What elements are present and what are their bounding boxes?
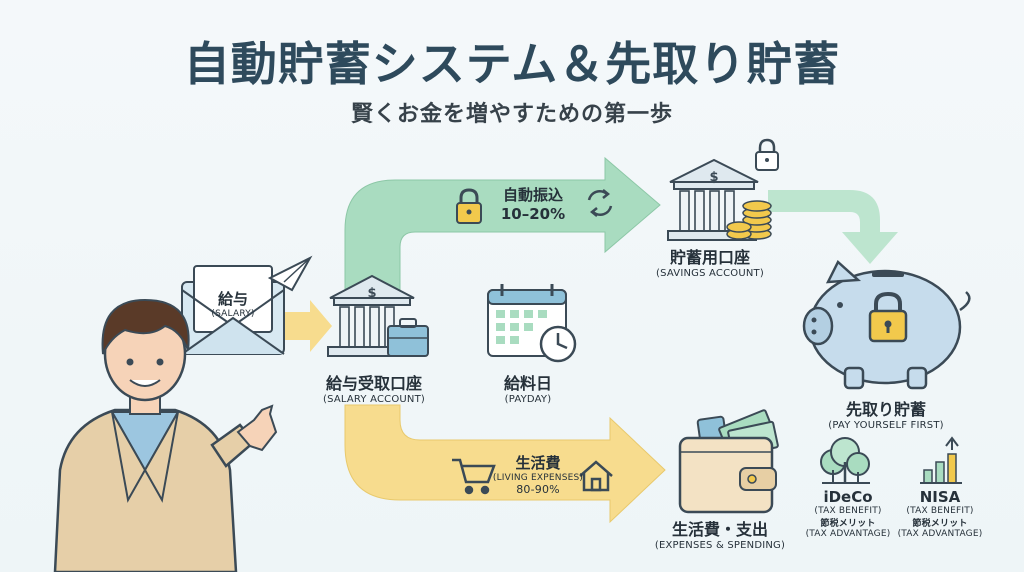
coins-icon <box>726 200 772 240</box>
expenses-spending-title: 生活費・支出 <box>671 520 768 539</box>
refresh-icon <box>587 189 613 217</box>
envelope-icon <box>181 265 285 355</box>
savings-lock-icon <box>755 138 779 171</box>
tree-icon <box>820 437 870 484</box>
lock-icon <box>456 188 482 224</box>
salary-label-en: (SALARY) <box>211 309 255 319</box>
clock-icon <box>539 325 577 363</box>
auto-transfer-title: 自動振込 <box>502 186 563 204</box>
auto-transfer-label: 自動振込 10–20% <box>488 184 578 223</box>
salary-bank-dollar: $ <box>367 286 376 301</box>
pay-yourself-first-title: 先取り貯蓄 <box>845 400 926 419</box>
nisa-benefit-jp: 節税メリット <box>912 519 968 529</box>
expenses-spending-label: 生活費・支出 (EXPENSES & SPENDING) <box>640 516 800 551</box>
living-expenses-title-en: (LIVING EXPENSES) <box>492 473 584 483</box>
savings-account-label: 貯蓄用口座 (SAVINGS ACCOUNT) <box>640 244 780 279</box>
salary-label: 給与 <box>217 290 248 308</box>
salary-account-title: 給与受取口座 <box>325 374 422 393</box>
salary-to-account-arrow <box>283 300 332 352</box>
wallet-icon <box>678 409 779 514</box>
ideco-benefit-en: (TAX BENEFIT) <box>814 506 882 516</box>
pay-yourself-first-title-en: (PAY YOURSELF FIRST) <box>828 420 944 431</box>
shopping-cart-icon <box>452 458 496 495</box>
page-title: 自動貯蓄システム＆先取り貯蓄 <box>183 37 841 91</box>
savings-account-title-en: (SAVINGS ACCOUNT) <box>656 268 764 279</box>
payday-label: 給料日 (PAYDAY) <box>480 370 576 405</box>
salary-envelope-label: 給与 (SALARY) <box>194 288 272 319</box>
page-subtitle: 賢くお金を増やすための第一歩 <box>350 102 673 127</box>
salary-account-title-en: (SALARY ACCOUNT) <box>322 394 426 405</box>
expense-flow-arrow <box>344 404 666 524</box>
briefcase-icon <box>387 318 429 357</box>
paper-plane-icon <box>267 255 313 292</box>
nisa-name: NISA <box>919 488 961 506</box>
salary-account-label: 給与受取口座 (SALARY ACCOUNT) <box>310 370 438 405</box>
ideco-advantage-en: (TAX ADVANTAGE) <box>805 529 891 539</box>
house-icon <box>579 460 613 492</box>
ideco-block: iDeCo (TAX BENEFIT) 節税メリット (TAX ADVANTAG… <box>800 488 896 539</box>
payday-title: 給料日 <box>503 374 552 393</box>
savings-bank-dollar: $ <box>709 170 718 185</box>
living-expenses-label: 生活費 (LIVING EXPENSES) 80-90% <box>488 452 588 496</box>
savings-account-title: 貯蓄用口座 <box>669 248 750 267</box>
living-expenses-title: 生活費 <box>515 454 561 472</box>
growth-chart-icon <box>920 436 962 484</box>
payday-title-en: (PAYDAY) <box>504 394 552 405</box>
expenses-spending-title-en: (EXPENSES & SPENDING) <box>654 540 786 551</box>
ideco-benefit-jp: 節税メリット <box>820 519 876 529</box>
nisa-block: NISA (TAX BENEFIT) 節税メリット (TAX ADVANTAGE… <box>892 488 988 539</box>
auto-transfer-percent: 10–20% <box>500 205 566 223</box>
savings-to-piggy-arrow <box>768 190 898 264</box>
savings-flow-arrow <box>344 156 661 301</box>
nisa-benefit-en: (TAX BENEFIT) <box>906 506 974 516</box>
nisa-advantage-en: (TAX ADVANTAGE) <box>897 529 983 539</box>
presenter-person <box>53 298 278 572</box>
living-expenses-percent: 80-90% <box>516 483 560 496</box>
piggy-lock-icon <box>868 291 908 343</box>
ideco-name: iDeCo <box>823 488 873 506</box>
savings-bank-icon <box>667 158 759 241</box>
pay-yourself-first-label: 先取り貯蓄 (PAY YOURSELF FIRST) <box>810 396 962 431</box>
